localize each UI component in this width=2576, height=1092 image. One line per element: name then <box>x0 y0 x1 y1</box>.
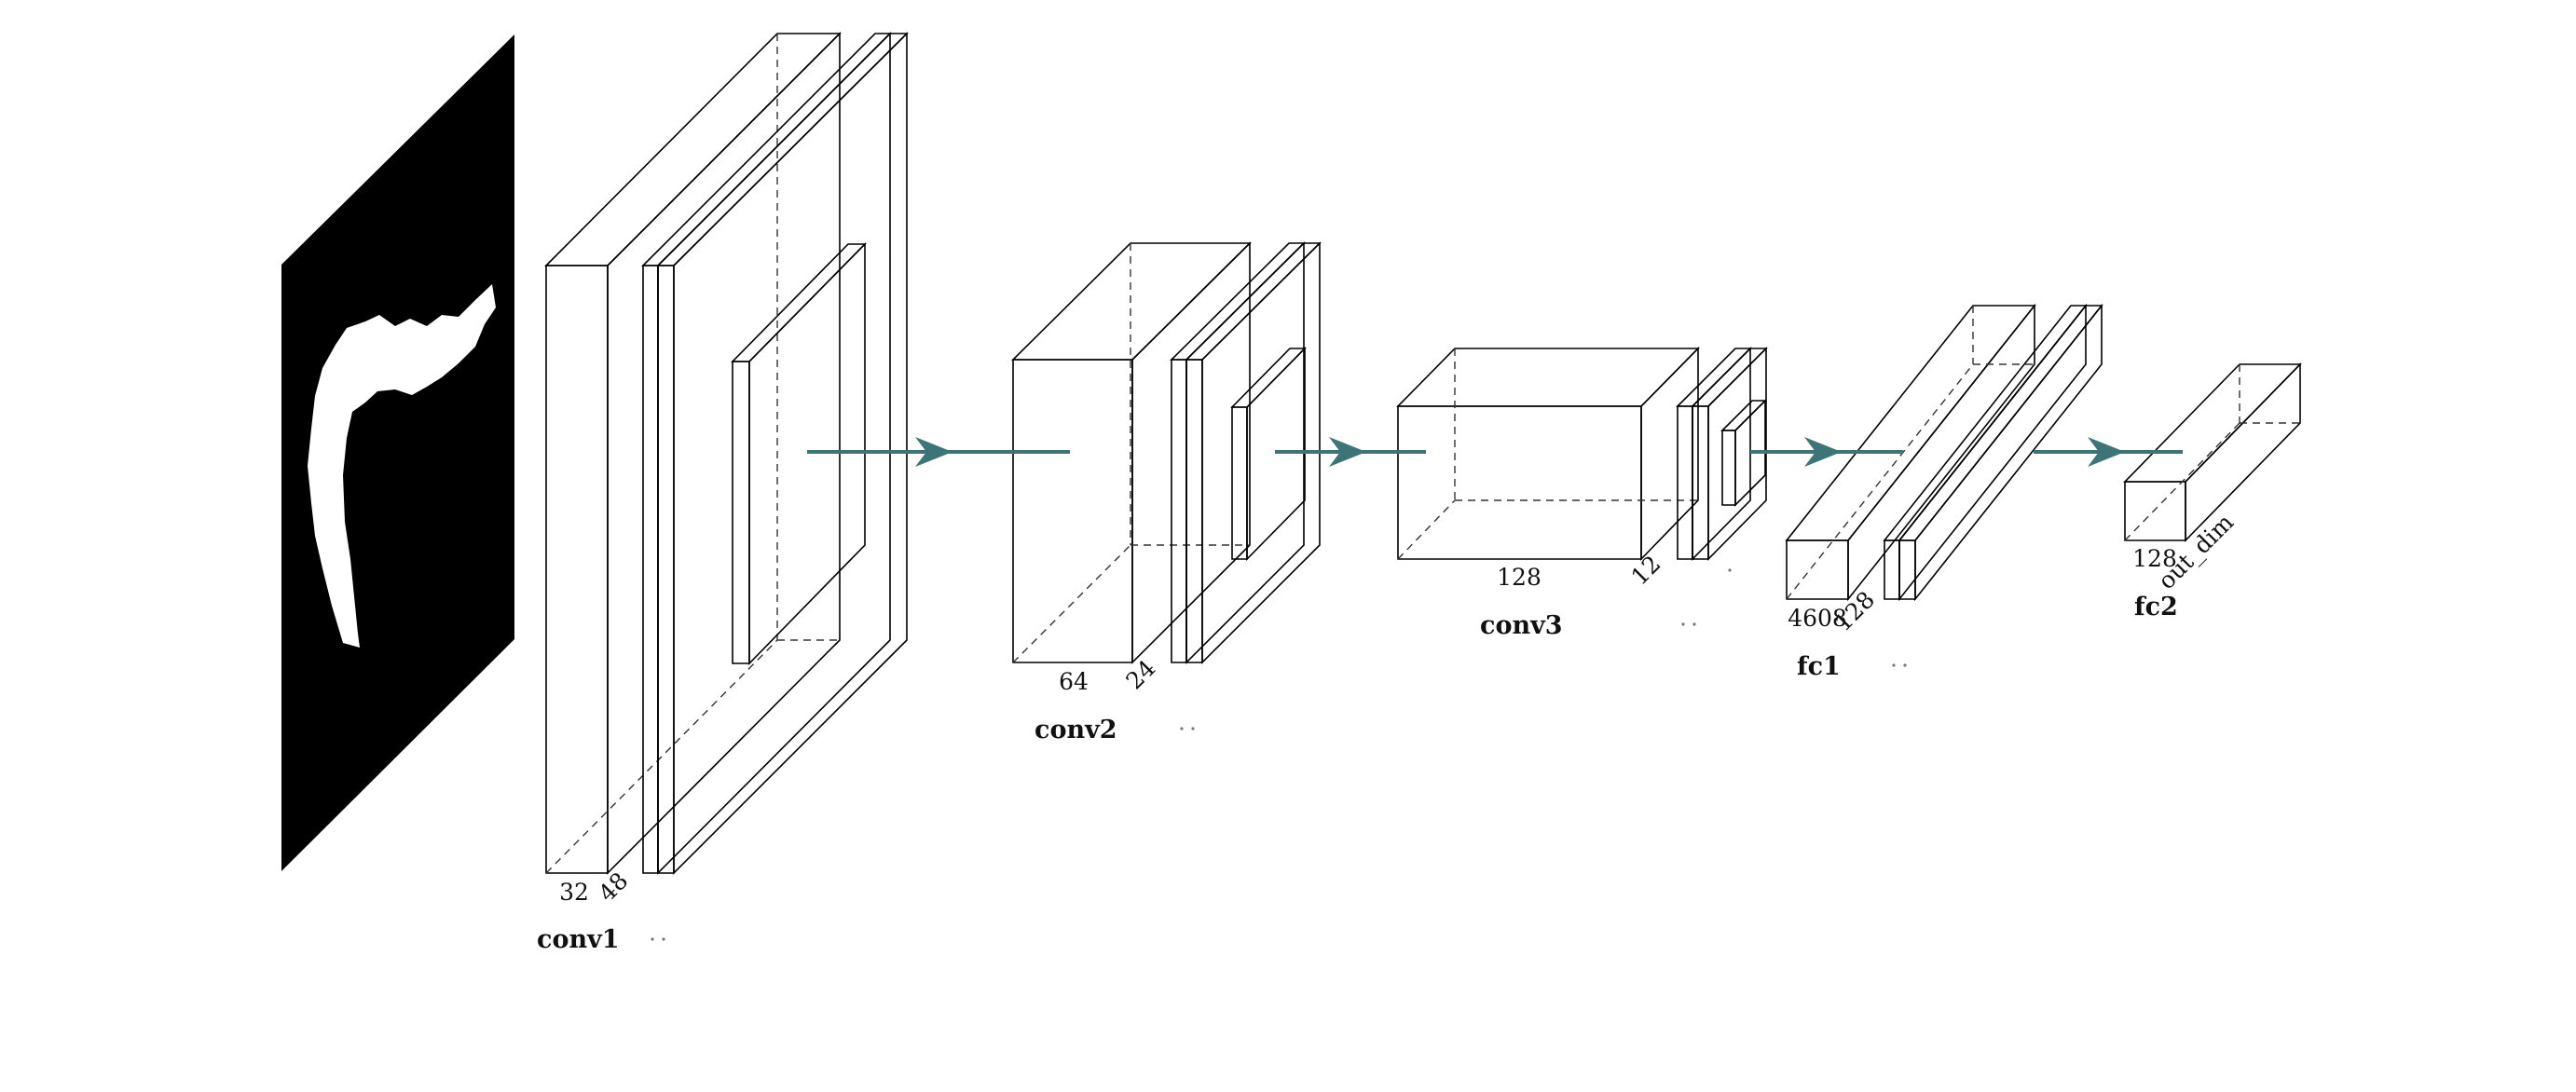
fc2-fc-side <box>2185 362 2301 542</box>
input-image-plane <box>281 34 514 871</box>
conv1-pool-front <box>657 265 675 874</box>
fc1-title: fc1 <box>1797 652 1841 681</box>
conv3-relu-side <box>1692 347 1751 561</box>
conv2-relu-front <box>1171 359 1187 663</box>
arrow-conv1-to-conv2 <box>807 437 1070 467</box>
conv1-label-a: 32 <box>559 879 589 906</box>
conv1-relu-front <box>642 265 659 874</box>
conv3-block: 128 12 conv3 <box>1396 347 1768 640</box>
arrow-conv2-to-conv3 <box>1275 437 1426 467</box>
conv1-pool-top <box>656 33 909 266</box>
conv1-output-front <box>732 361 750 664</box>
fc1-act-front <box>1898 539 1916 600</box>
fc2-label-a: 128 <box>2132 545 2177 572</box>
conv1-relu-top <box>641 33 892 266</box>
conv2-title: conv2 <box>1035 716 1117 744</box>
conv2-label-b: 24 <box>1120 654 1160 694</box>
fc2-fc-front <box>2124 481 2186 541</box>
conv2-pool-front <box>1185 359 1203 663</box>
conv3-relu-front <box>1677 405 1693 560</box>
input-digit-stroke <box>308 284 496 648</box>
conv2-label-a: 64 <box>1059 668 1089 695</box>
conv2-block: 64 24 conv2 <box>1011 241 1322 744</box>
conv1-conv-front <box>545 265 609 874</box>
conv1-block: 32 48 conv1 <box>537 32 909 954</box>
arrow-fc1-to-fc2 <box>2034 437 2183 467</box>
input-image <box>281 34 514 871</box>
conv3-pool-top <box>1691 348 1768 407</box>
arrowhead-icon <box>915 437 952 467</box>
fc1-label-a: 4608 <box>1788 605 1847 632</box>
conv2-output-top <box>1230 348 1307 408</box>
conv3-conv-top <box>1396 348 1700 407</box>
conv3-pool-front <box>1692 405 1709 560</box>
conv2-conv-top <box>1011 242 1252 361</box>
fc2-block: 128 out_dim fc2 <box>2123 362 2302 621</box>
fc1-fc-front <box>1786 539 1849 600</box>
arrowhead-icon <box>1804 437 1842 467</box>
conv3-label-a: 128 <box>1497 564 1541 591</box>
fc1-block: 4608 128 fc1 <box>1785 303 2103 681</box>
fc1-relu-front <box>1884 539 1900 600</box>
conv1-title: conv1 <box>537 925 620 954</box>
conv3-output-top <box>1720 400 1767 431</box>
conv2-pool-top <box>1185 242 1322 361</box>
conv3-output-front <box>1721 430 1736 506</box>
conv2-output-front <box>1231 406 1248 560</box>
arrowhead-icon <box>1329 437 1366 467</box>
arrowhead-icon <box>2088 437 2125 467</box>
fc1-fc-top <box>1785 305 2036 541</box>
fc2-title: fc2 <box>2134 593 2178 621</box>
conv3-relu-top <box>1676 348 1752 407</box>
fc2-fc-top <box>2123 363 2302 483</box>
conv2-conv-front <box>1012 359 1133 663</box>
fc1-act-top <box>1898 305 2103 541</box>
arrow-conv3-to-fc1 <box>1750 437 1903 467</box>
conv3-conv-front <box>1397 405 1642 560</box>
conv1-output-top <box>731 243 867 362</box>
conv3-title: conv3 <box>1480 611 1563 640</box>
conv3-label-b: 12 <box>1625 550 1665 590</box>
connection-arrows <box>807 437 2183 467</box>
conv3-conv-side <box>1640 347 1699 561</box>
